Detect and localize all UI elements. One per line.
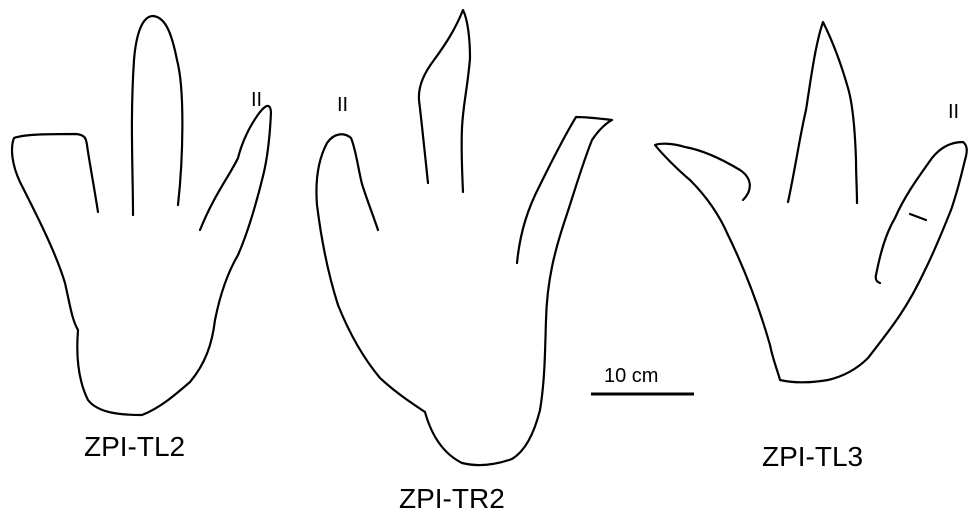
zpi-tl3-toe-3-outline: [788, 22, 857, 203]
digit-label-zpi-tl2: II: [251, 90, 262, 110]
scale-bar-label: 10 cm: [604, 366, 658, 386]
zpi-tr2-toe-3-outline: [419, 10, 470, 192]
zpi-tl2-toe-4-outline: [12, 106, 271, 415]
footprint-label-zpi-tl3: ZPI-TL3: [762, 443, 863, 471]
zpi-tl3-toe-2-outline: [655, 142, 967, 382]
zpi-tl3-digit-mark: [910, 214, 926, 220]
digit-label-zpi-tl3: II: [948, 102, 959, 122]
zpi-tl2-toe-3-outline: [132, 16, 182, 215]
footprint-zpi-tl2-outline: [12, 16, 271, 415]
footprint-zpi-tl3-outline: [655, 22, 967, 382]
footprint-zpi-tr2-outline: [316, 10, 612, 465]
zpi-tr2-toe-2-outline: [316, 117, 612, 465]
footprint-label-zpi-tr2: ZPI-TR2: [399, 485, 505, 513]
digit-label-zpi-tr2: II: [337, 95, 348, 115]
footprint-label-zpi-tl2: ZPI-TL2: [84, 433, 185, 461]
